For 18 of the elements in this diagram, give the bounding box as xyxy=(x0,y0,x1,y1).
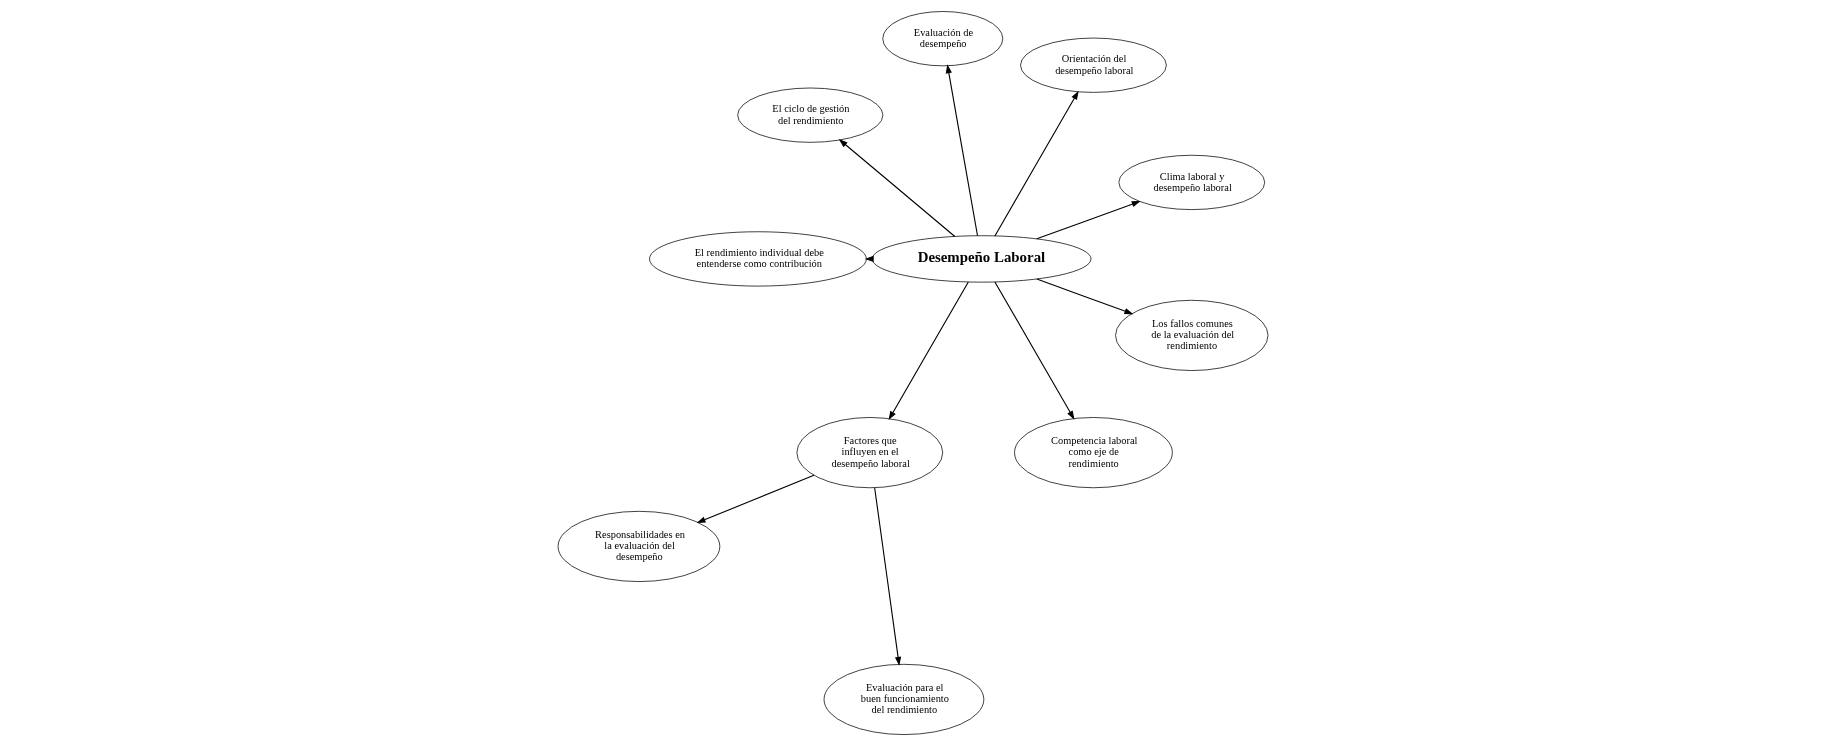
node-ellipse: Los fallos comunes de la evaluación del rendimiento xyxy=(1114,299,1268,371)
arrow xyxy=(1035,278,1133,315)
node-ellipse: Competencia laboral como eje de rendimiento xyxy=(1013,417,1173,489)
node-ellipse: Responsabilidades en la evaluación del desempeño xyxy=(557,510,720,582)
node-ellipse: Evaluación de desempeño xyxy=(881,11,1003,67)
node-ellipse: Orientación del desempeño laboral xyxy=(1019,37,1167,93)
arrow xyxy=(696,474,814,524)
node-ellipse: Evaluación para el buen funcionamiento del rendimiento xyxy=(823,663,984,735)
node-ellipse: Factores que influyen en el desempeño laboral xyxy=(796,417,943,489)
arrow xyxy=(1035,201,1141,240)
node-ellipse: El rendimiento individual debe entenderse como contribución xyxy=(648,231,867,287)
arrow xyxy=(888,281,969,421)
node-ellipse: El ciclo de gestión del rendimiento xyxy=(736,87,883,143)
arrow xyxy=(873,487,901,666)
arrow xyxy=(993,281,1074,420)
arrow xyxy=(993,90,1079,237)
arrow xyxy=(945,64,978,237)
arrow xyxy=(838,139,955,237)
